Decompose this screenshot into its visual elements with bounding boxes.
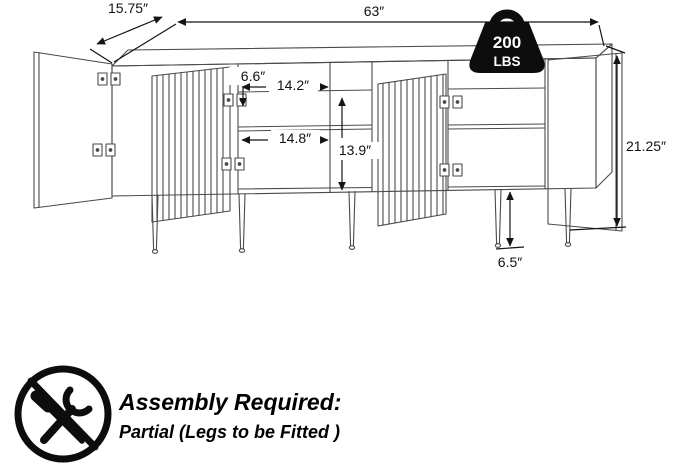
leg-height-label: 6.5″: [498, 254, 522, 270]
dimension-lines: [89, 16, 627, 250]
left-open-door: [33, 51, 113, 209]
screwdriver-icon: [30, 390, 85, 444]
width-extension-line-right: [598, 24, 605, 47]
depth-dimension-line: [96, 16, 163, 45]
hinge-icon: [221, 157, 245, 171]
hinge-icon: [439, 163, 463, 177]
weight-value-label: 200: [493, 33, 521, 52]
depth-dimension-label: 15.75″: [108, 0, 148, 16]
upper-cubby-width-label: 14.2″: [277, 77, 309, 93]
weight-capacity-badge: 200 LBS: [469, 9, 545, 73]
prohibition-circle: [14, 365, 112, 463]
width-extension-line-left: [113, 23, 177, 63]
assembly-note: Assembly Required: Partial (Legs to be F…: [119, 389, 341, 443]
assembly-title: Assembly Required:: [119, 389, 342, 415]
label-halos: [229, 67, 379, 159]
weight-unit-label: LBS: [494, 54, 521, 69]
left-slat-door-open: [151, 66, 231, 223]
cabinet-front-face: [111, 57, 597, 197]
right-slat-door-open: [377, 73, 447, 227]
door-hinges: [92, 72, 463, 177]
height-extension-line-top: [605, 45, 626, 54]
cabinet-drawing: [33, 43, 623, 254]
no-tools-needed-icon: [14, 365, 112, 463]
kettlebell-body: [469, 22, 545, 73]
width-dimension-label: 63″: [364, 3, 385, 19]
cabinet-right-face: [595, 43, 613, 189]
right-slat-door-slats: [382, 73, 444, 226]
height-extension-line-bottom: [569, 226, 627, 231]
assembly-subtitle: Partial (Legs to be Fitted ): [119, 422, 341, 442]
hinge-icon: [439, 95, 463, 109]
left-slat-door-slats: [156, 67, 224, 222]
right-open-door: [547, 52, 623, 232]
hinge-icon: [97, 72, 121, 86]
prohibition-slash: [27, 377, 99, 451]
cubby-height-label: 13.9″: [339, 142, 371, 158]
top-cubby-height-label: 6.6″: [241, 68, 265, 84]
leg-height-base-tick: [495, 246, 525, 250]
dimension-annotations: 15.75″ 63″ 21.25″ 6.6″ 14.2″ 14.8″ 13.9″…: [89, 0, 666, 270]
hinge-icon: [92, 143, 116, 157]
depth-extension-line: [89, 48, 113, 64]
cabinet-legs: [151, 187, 572, 254]
height-dimension-label: 21.25″: [626, 138, 666, 154]
lower-cubby-width-label: 14.8″: [279, 130, 311, 146]
